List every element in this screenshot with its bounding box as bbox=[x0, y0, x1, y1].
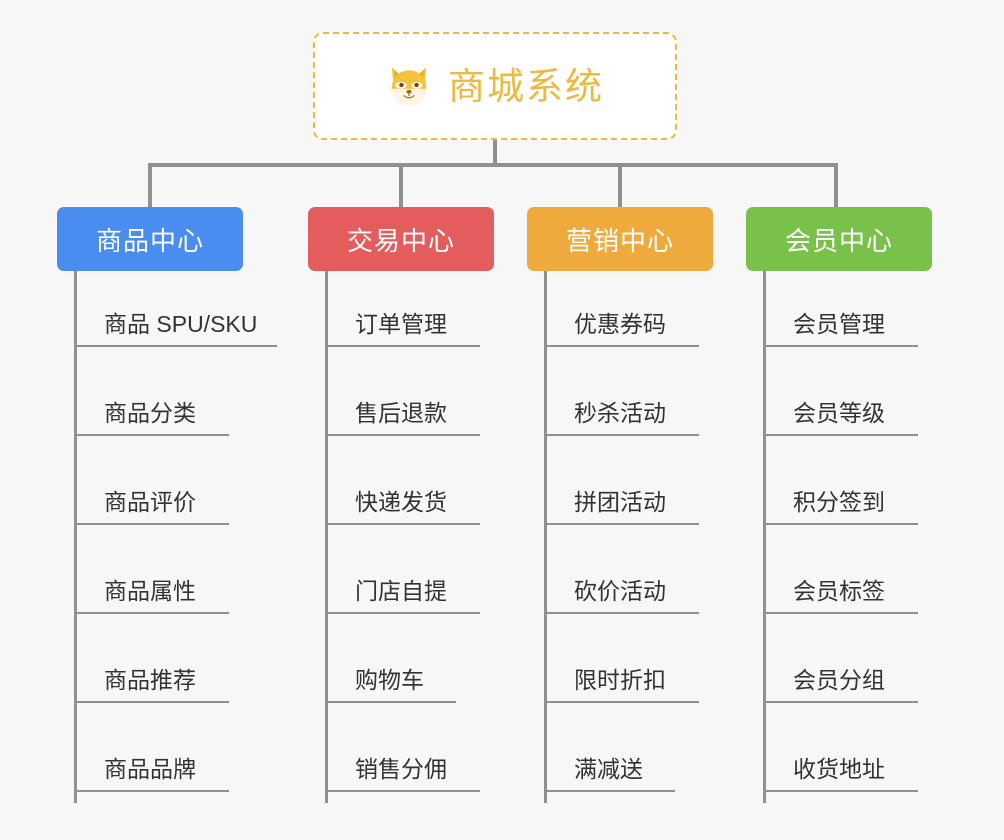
leaf-item[interactable]: 商品推荐 bbox=[74, 614, 229, 703]
leaf-item[interactable]: 优惠券码 bbox=[544, 258, 699, 347]
leaf-item[interactable]: 门店自提 bbox=[325, 525, 480, 614]
leaf-item[interactable]: 积分签到 bbox=[763, 436, 918, 525]
leaf-item[interactable]: 拼团活动 bbox=[544, 436, 699, 525]
leaf-label: 优惠券码 bbox=[574, 311, 666, 337]
category-label-member-center: 会员中心 bbox=[784, 225, 893, 256]
category-box-member-center[interactable]: 会员中心 bbox=[746, 207, 932, 271]
leaf-label: 会员分组 bbox=[793, 667, 885, 693]
leaf-label: 购物车 bbox=[355, 667, 424, 693]
category-label-marketing-center: 营销中心 bbox=[565, 225, 674, 256]
leaf-label: 门店自提 bbox=[355, 578, 447, 604]
leaf-label: 收货地址 bbox=[793, 756, 885, 782]
leaf-item[interactable]: 秒杀活动 bbox=[544, 347, 699, 436]
leaf-item[interactable]: 商品评价 bbox=[74, 436, 229, 525]
leaf-label: 会员管理 bbox=[793, 311, 885, 337]
leaf-item[interactable]: 商品分类 bbox=[74, 347, 229, 436]
leaf-item[interactable]: 快递发货 bbox=[325, 436, 480, 525]
leaf-item[interactable]: 收货地址 bbox=[763, 703, 918, 792]
leaf-label: 商品推荐 bbox=[104, 667, 196, 693]
leaf-item[interactable]: 销售分佣 bbox=[325, 703, 480, 792]
leaf-label: 商品 SPU/SKU bbox=[104, 311, 258, 337]
leaf-item[interactable]: 商品 SPU/SKU bbox=[74, 258, 277, 347]
leaf-item[interactable]: 购物车 bbox=[325, 614, 456, 703]
leaf-label: 商品分类 bbox=[104, 400, 196, 426]
category-box-trade-center[interactable]: 交易中心 bbox=[308, 207, 494, 271]
leaf-label: 售后退款 bbox=[355, 400, 447, 426]
category-box-marketing-center[interactable]: 营销中心 bbox=[527, 207, 713, 271]
leaf-item[interactable]: 会员标签 bbox=[763, 525, 918, 614]
leaf-item[interactable]: 满减送 bbox=[544, 703, 675, 792]
leaf-item[interactable]: 会员管理 bbox=[763, 258, 918, 347]
leaf-item[interactable]: 会员等级 bbox=[763, 347, 918, 436]
leaf-item[interactable]: 砍价活动 bbox=[544, 525, 699, 614]
leaf-item[interactable]: 商品品牌 bbox=[74, 703, 229, 792]
spine-trade-center bbox=[325, 271, 328, 803]
leaf-item[interactable]: 售后退款 bbox=[325, 347, 480, 436]
leaf-label: 满减送 bbox=[574, 756, 643, 782]
leaf-label: 限时折扣 bbox=[574, 667, 666, 693]
leaf-item[interactable]: 限时折扣 bbox=[544, 614, 699, 703]
shiba-inu-icon bbox=[391, 67, 427, 107]
leaf-label: 销售分佣 bbox=[355, 756, 447, 782]
leaf-label: 会员等级 bbox=[793, 400, 885, 426]
category-label-trade-center: 交易中心 bbox=[346, 225, 455, 256]
leaf-label: 商品品牌 bbox=[104, 756, 196, 782]
root-node-mall-system[interactable]: 商城系统 bbox=[313, 32, 677, 140]
root-node-title: 商城系统 bbox=[448, 65, 604, 107]
spine-product-center bbox=[74, 271, 77, 803]
leaf-label: 快递发货 bbox=[355, 489, 447, 515]
connector-bus bbox=[148, 163, 838, 167]
leaf-label: 秒杀活动 bbox=[574, 400, 666, 426]
connector-drop-member-center bbox=[834, 163, 838, 209]
leaf-label: 会员标签 bbox=[793, 578, 885, 604]
connector-root-stem bbox=[493, 140, 497, 165]
leaf-label: 积分签到 bbox=[793, 489, 885, 515]
leaf-label: 商品属性 bbox=[104, 578, 196, 604]
category-label-product-center: 商品中心 bbox=[95, 225, 204, 256]
leaf-item[interactable]: 会员分组 bbox=[763, 614, 918, 703]
leaf-item[interactable]: 订单管理 bbox=[325, 258, 480, 347]
category-box-product-center[interactable]: 商品中心 bbox=[57, 207, 243, 271]
connector-drop-product-center bbox=[148, 163, 152, 209]
leaf-label: 砍价活动 bbox=[574, 578, 666, 604]
connector-drop-marketing-center bbox=[618, 163, 622, 209]
leaf-label: 商品评价 bbox=[104, 489, 196, 515]
spine-marketing-center bbox=[544, 271, 547, 803]
leaf-label: 拼团活动 bbox=[574, 489, 666, 515]
leaf-label: 订单管理 bbox=[355, 311, 447, 337]
leaf-item[interactable]: 商品属性 bbox=[74, 525, 229, 614]
connector-drop-trade-center bbox=[399, 163, 403, 209]
spine-member-center bbox=[763, 271, 766, 803]
